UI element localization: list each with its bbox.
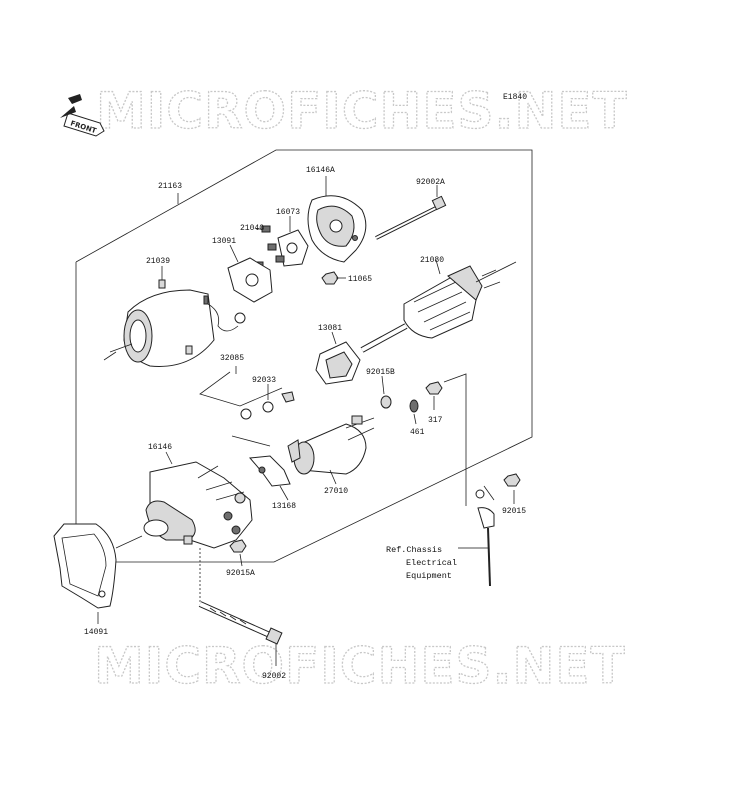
bolt-92002A xyxy=(375,195,447,240)
label-317: 317 xyxy=(428,416,443,425)
label-92033: 92033 xyxy=(252,376,276,385)
circlip-92033 xyxy=(240,391,295,420)
watermark-top: MICROFICHES.NET xyxy=(96,82,628,140)
label-92015A: 92015A xyxy=(226,569,255,578)
label-32085: 32085 xyxy=(220,354,244,363)
label-13091: 13091 xyxy=(212,237,236,246)
label-21080: 21080 xyxy=(420,256,444,265)
ref-note-line-3: Equipment xyxy=(406,571,452,581)
plate-14091 xyxy=(53,523,117,609)
nut-92015A xyxy=(229,539,247,553)
label-14091: 14091 xyxy=(84,628,108,637)
solenoid-27010 xyxy=(287,415,375,475)
watermark-bottom: MICROFICHES.NET xyxy=(94,637,626,695)
label-21163: 21163 xyxy=(158,182,182,191)
label-92002A: 92002A xyxy=(416,178,445,187)
label-461: 461 xyxy=(410,428,425,437)
label-13168: 13168 xyxy=(272,502,296,511)
brush-holder-13091 xyxy=(227,257,273,303)
cable-terminal xyxy=(475,489,495,587)
label-92015B: 92015B xyxy=(366,368,395,377)
nut-317 xyxy=(425,381,443,395)
pinion-13081 xyxy=(315,341,361,385)
label-16146A: 16146A xyxy=(306,166,335,175)
label-92002: 92002 xyxy=(262,672,286,681)
washer-92015B xyxy=(380,395,392,409)
lever-13168 xyxy=(248,455,291,487)
diagram-code: E1840 xyxy=(503,93,527,102)
label-11065: 11065 xyxy=(348,275,372,284)
label-27010: 27010 xyxy=(324,487,348,496)
nut-92015 xyxy=(503,473,521,487)
label-92015: 92015 xyxy=(502,507,526,516)
screw-21039 xyxy=(158,279,166,289)
yoke-housing xyxy=(103,289,246,367)
label-21039: 21039 xyxy=(146,257,170,266)
ref-note-line-2: Electrical xyxy=(406,558,457,568)
ref-note-line-1: Ref.Chassis xyxy=(386,545,442,555)
label-21040: 21040 xyxy=(240,224,264,233)
armature-21080 xyxy=(360,261,517,353)
nut-11065 xyxy=(321,271,339,285)
label-16073: 16073 xyxy=(276,208,300,217)
label-13081: 13081 xyxy=(318,324,342,333)
washer-461 xyxy=(409,399,419,413)
label-16146: 16146 xyxy=(148,443,172,452)
bolt-92002 xyxy=(198,548,283,645)
front-housing-16146 xyxy=(143,461,253,549)
end-cover-16146A xyxy=(307,195,367,263)
